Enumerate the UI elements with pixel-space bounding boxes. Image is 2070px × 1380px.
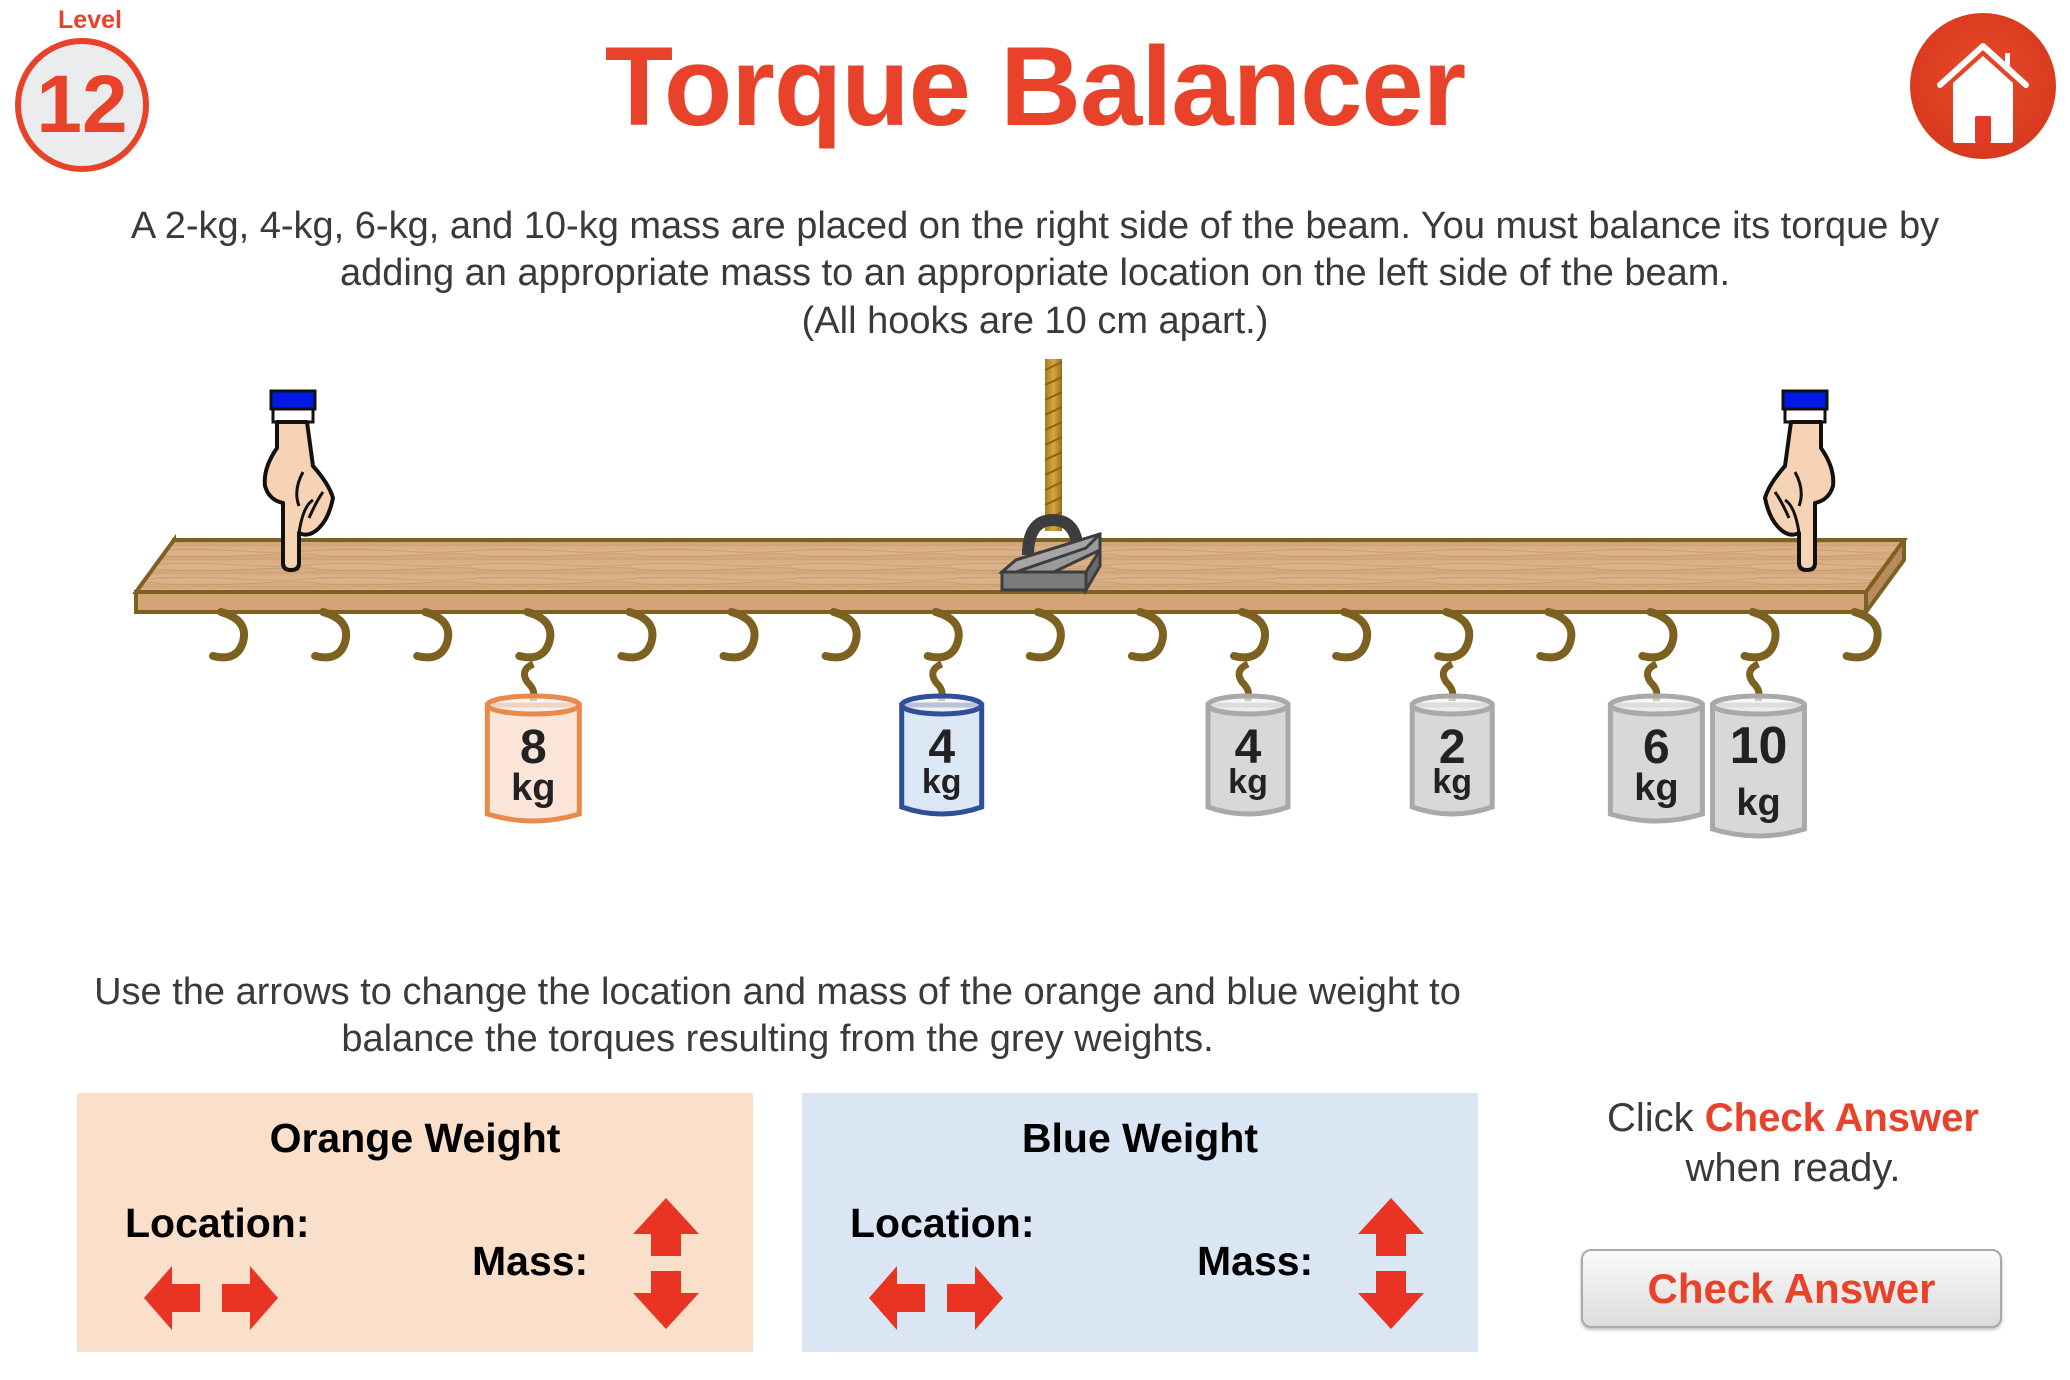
instruction-line-1: Use the arrows to change the location an… (94, 971, 1461, 1013)
beam-hook (719, 608, 759, 662)
home-icon (1937, 43, 2029, 143)
check-hint: Click Check Answer when ready. (1560, 1093, 2026, 1193)
beam-hook (209, 608, 248, 662)
beam-hook (1434, 608, 1474, 662)
description-line-2: adding an appropriate mass to an appropr… (339, 252, 1731, 294)
weight-blue[interactable]: 4kg (899, 660, 985, 817)
instruction-line-2: balance the torques resulting from the g… (341, 1018, 1214, 1060)
right-pointing-hand-icon (1763, 389, 1836, 572)
beam-hook (1332, 608, 1372, 662)
weight-body (1205, 702, 1291, 817)
weight-unit-label: kg (1736, 782, 1780, 824)
blue-weight-panel: Blue Weight Location: Mass: (802, 1093, 1478, 1352)
left-pointing-hand-icon (262, 389, 335, 572)
blue-mass-up-arrow[interactable] (1358, 1198, 1424, 1256)
rope (1044, 359, 1063, 531)
weight-unit-label: kg (1432, 763, 1472, 801)
pivot-bracket (997, 513, 1102, 596)
weight-top (1607, 693, 1705, 717)
beam-hook (1740, 608, 1780, 662)
weight-body (899, 702, 985, 817)
home-button[interactable] (1910, 13, 2056, 159)
orange-location-label: Location: (125, 1200, 310, 1246)
blue-mass-down-arrow[interactable] (1358, 1271, 1424, 1329)
check-hint-suffix: when ready. (1685, 1146, 1901, 1190)
blue-panel-title: Blue Weight (1021, 1115, 1259, 1161)
beam-hook (1536, 608, 1576, 662)
beam-hook (617, 608, 657, 662)
level-number: 12 (36, 59, 128, 150)
weight-body (1409, 702, 1495, 817)
check-hint-highlight: Check Answer (1704, 1096, 1979, 1140)
weight-top (1409, 693, 1495, 717)
beam-hook (1230, 608, 1269, 662)
weight-mass-label: 8 (520, 721, 547, 774)
weight-top (899, 693, 985, 717)
weight-unit-label: kg (511, 767, 555, 809)
weight-grey-4: 4kg (1205, 660, 1291, 817)
blue-mass-label: Mass: (1197, 1238, 1314, 1284)
orange-move-left-arrow[interactable] (144, 1266, 202, 1330)
weight-mass-label: 6 (1643, 721, 1670, 774)
weight-top (484, 693, 582, 717)
weight-grey-6: 6kg (1607, 660, 1705, 824)
weight-mass-label: 2 (1439, 721, 1466, 774)
beam-hook (1842, 608, 1882, 662)
weight-mass-label: 4 (928, 721, 955, 774)
weight-top (1205, 693, 1291, 717)
blue-location-label: Location: (850, 1200, 1035, 1246)
blue-move-right-arrow[interactable] (945, 1266, 1003, 1330)
check-hint-prefix: Click (1607, 1096, 1705, 1140)
level-label: Level (58, 6, 122, 34)
weight-top (1710, 693, 1807, 717)
blue-move-left-arrow[interactable] (869, 1266, 927, 1330)
check-answer-button[interactable]: Check Answer (1581, 1249, 2002, 1328)
description-line-1: A 2-kg, 4-kg, 6-kg, and 10-kg mass are p… (130, 205, 1940, 247)
weight-grey-10: 10 kg (1710, 660, 1807, 839)
beam-hook (1127, 608, 1167, 662)
weight-unit-label: kg (922, 763, 962, 801)
weight-body (1607, 702, 1705, 824)
orange-weight-panel: Orange Weight Location: Mass: (77, 1093, 753, 1352)
beam-hook (1025, 608, 1065, 662)
page-title: Torque Balancer (604, 24, 1467, 149)
orange-mass-up-arrow[interactable] (633, 1198, 699, 1256)
description-line-3: (All hooks are 10 cm apart.) (801, 300, 1269, 342)
weight-body (484, 702, 582, 824)
orange-move-right-arrow[interactable] (220, 1266, 278, 1330)
weight-grey-2: 2kg (1409, 660, 1495, 817)
weight-mass-label: 4 (1235, 721, 1262, 774)
beam-hook (821, 608, 861, 662)
orange-mass-down-arrow[interactable] (633, 1271, 699, 1329)
orange-mass-label: Mass: (472, 1238, 589, 1284)
level-badge: 12 (15, 38, 149, 172)
orange-panel-title: Orange Weight (269, 1115, 561, 1161)
weight-body (1710, 702, 1807, 839)
beam-hook (413, 608, 453, 662)
weight-mass-label: 10 (1730, 717, 1788, 775)
hooks-row (209, 608, 1882, 662)
weight-orange[interactable]: 8kg (484, 660, 582, 824)
beam-hook (515, 608, 555, 662)
weight-unit-label: kg (1228, 763, 1268, 801)
beam-hook (1638, 608, 1678, 662)
beam-hook (923, 608, 963, 662)
beam-hook (311, 608, 351, 662)
weight-unit-label: kg (1634, 767, 1678, 809)
